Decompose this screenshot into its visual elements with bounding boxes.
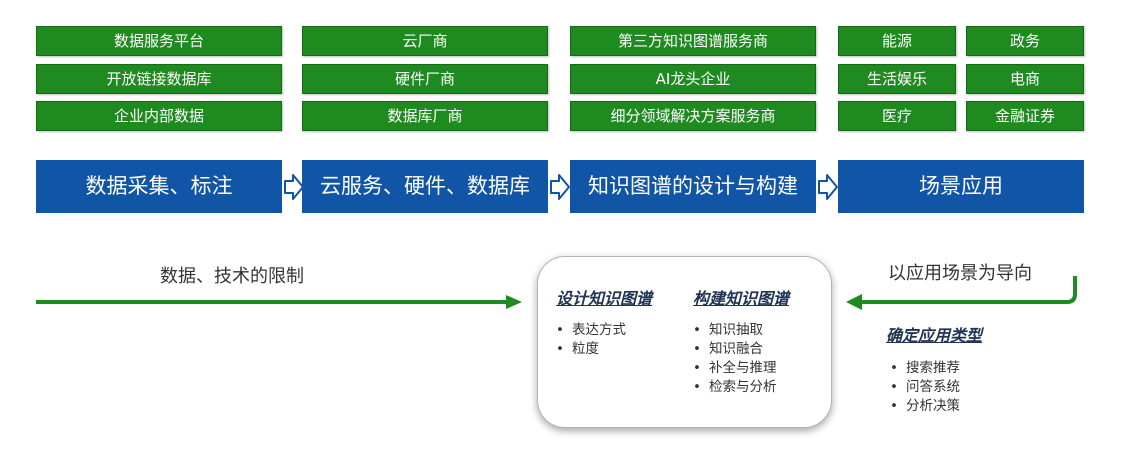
cell-finance-securities: 金融证券 (966, 101, 1084, 131)
bent-arrow-icon (846, 276, 1077, 310)
cell-hardware-vendor: 硬件厂商 (302, 64, 548, 94)
scenario-oriented-label: 以应用场景为导向 (888, 263, 1032, 284)
app-type-title: 确定应用类型 (886, 326, 983, 345)
list-item: 补全与推理 (693, 359, 777, 378)
right-arrow-icon (36, 295, 522, 309)
build-kg-title: 构建知识图谱 (693, 289, 790, 308)
app-type-list: 搜索推荐 问答系统 分析决策 (890, 359, 960, 416)
cell-healthcare: 医疗 (838, 101, 956, 131)
list-item: 知识抽取 (693, 321, 776, 340)
list-item: 搜索推荐 (890, 359, 960, 378)
design-kg-title: 设计知识图谱 (556, 289, 653, 308)
kg-design-build-card: 设计知识图谱 表达方式 粒度 构建知识图谱 知识抽取 知识融合 补全与推理 检索… (537, 256, 832, 428)
chevron-right-icon (818, 174, 838, 200)
cell-ai-leading-enterprise: AI龙头企业 (570, 64, 816, 94)
list-item: 知识融合 (693, 340, 776, 359)
chevron-right-icon (550, 174, 570, 200)
cell-third-party-kg-provider: 第三方知识图谱服务商 (570, 26, 816, 56)
list-item: 表达方式 (556, 321, 626, 340)
stage-cloud-hardware-db: 云服务、硬件、数据库 (302, 160, 548, 213)
chevron-right-icon (284, 174, 304, 200)
list-item: 分析决策 (890, 397, 960, 416)
list-item: 问答系统 (890, 378, 960, 397)
list-item: 检索与分析 (693, 378, 777, 397)
build-kg-list: 知识抽取 知识融合 补全与推理 检索与分析 (693, 321, 777, 397)
cell-database-vendor: 数据库厂商 (302, 101, 548, 131)
data-tech-limit-label: 数据、技术的限制 (160, 266, 304, 287)
list-item: 粒度 (556, 340, 626, 359)
stage-scenario-application: 场景应用 (838, 160, 1084, 213)
cell-government: 政务 (966, 26, 1084, 56)
cell-open-linked-database: 开放链接数据库 (36, 64, 282, 94)
stage-kg-design-build: 知识图谱的设计与构建 (570, 160, 816, 213)
cell-cloud-vendor: 云厂商 (302, 26, 548, 56)
stage-data-collection: 数据采集、标注 (36, 160, 282, 213)
cell-lifestyle-entertainment: 生活娱乐 (838, 64, 956, 94)
design-kg-list: 表达方式 粒度 (556, 321, 626, 359)
cell-enterprise-internal-data: 企业内部数据 (36, 101, 282, 131)
cell-vertical-solution-provider: 细分领域解决方案服务商 (570, 101, 816, 131)
cell-ecommerce: 电商 (966, 64, 1084, 94)
cell-data-service-platform: 数据服务平台 (36, 26, 282, 56)
cell-energy: 能源 (838, 26, 956, 56)
